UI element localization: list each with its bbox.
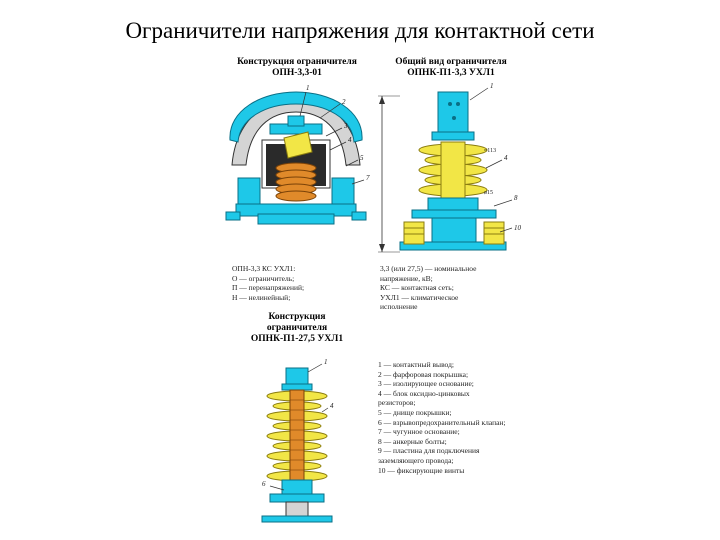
parts-legend-item: 2 — фарфоровая покрышка; [378, 369, 469, 379]
fig3-callouts: 1 4 6 [262, 358, 334, 488]
fig2-leader-lines [469, 87, 513, 233]
fig2-caption-line2: ОПНК-П1-3,3 УХЛ1 [407, 68, 495, 78]
code-legend-right-2: КС — контактная сеть; [380, 283, 454, 293]
code-legend-left-3: Н — нелинейный; [232, 292, 291, 302]
parts-legend-item: 4 — блок оксидно-цинковых [378, 388, 470, 398]
parts-legend-item: 7 — чугунное основание; [378, 427, 460, 437]
callout-label: 7 [366, 174, 370, 182]
fig3-caption-line1: Конструкция [268, 312, 326, 322]
code-legend-left: ОПН-3,3 КС УХЛ1: О — ограничитель; П — п… [232, 264, 304, 302]
fig1-base-foot [257, 213, 335, 225]
fig3-leader-lines [269, 363, 329, 491]
callout-label: 4 [348, 136, 352, 144]
callout-label: 4 [330, 402, 334, 410]
code-legend-right-1: напряжение, кВ; [380, 273, 433, 283]
fig2-drawing [378, 87, 513, 253]
parts-legend-item: 10 — фиксирующие винты [378, 465, 465, 475]
callout-label: 1 [490, 82, 494, 90]
fig1-yellow-terminal [283, 131, 313, 159]
parts-legend-item: 9 — пластина для подключения [378, 446, 480, 456]
callout-label: 2 [342, 98, 346, 106]
parts-legend-item: 6 — взрывопредохранительный клапан; [378, 417, 506, 427]
fig1-drawing [225, 91, 367, 225]
code-legend-right-4: исполнение [380, 302, 418, 312]
fig3-foot [261, 515, 333, 523]
fig3-caption-line2: ограничителя [266, 323, 328, 333]
callout-label: 4 [504, 154, 508, 162]
code-legend-left-2: П — перенапряжений; [232, 283, 305, 293]
fig1-top-cap [229, 91, 363, 143]
parts-legend-item: 5 — днище покрышки; [378, 407, 452, 417]
callout-label: 10 [514, 224, 522, 232]
fig1-mount-left [225, 211, 241, 221]
fig3-resistor-column [289, 389, 305, 481]
fig1-caption-line2: ОПН-3,3-01 [272, 68, 322, 78]
parts-legend: 1 — контактный вывод; 2 — фарфоровая пок… [378, 360, 506, 475]
fig2-dim-label: ø15 [484, 190, 493, 196]
fig2-top-terminal [437, 91, 469, 135]
fig2-pedestal [431, 217, 477, 245]
parts-legend-item: заземляющего провода; [378, 455, 454, 465]
code-legend-right-3: УХЛ1 — климатическое [380, 292, 459, 302]
fig3-base [281, 479, 313, 495]
fig3-caption: Конструкция ограничителя ОПНК-П1-27,5 УХ… [222, 312, 372, 345]
parts-legend-item: 8 — анкерные болты; [378, 436, 447, 446]
callout-label: 1 [306, 84, 310, 92]
fig2-foot [399, 241, 507, 251]
fig1-contact-stud [287, 115, 305, 127]
callout-label: 6 [262, 480, 266, 488]
fig2-side-insulators [403, 221, 505, 245]
callout-label: 5 [360, 154, 364, 162]
parts-legend-item: резисторов; [378, 398, 416, 408]
fig1-leader-lines [299, 91, 365, 185]
fig2-insulator-body [440, 141, 466, 199]
callout-label: 3 [343, 122, 348, 130]
fig2-caption-line1: Общий вид ограничителя [395, 57, 507, 67]
fig1-caption-line1: Конструкция ограничителя [237, 57, 357, 67]
fig3-top-terminal [285, 367, 309, 387]
parts-legend-item: 3 — изолирующее основание; [378, 379, 474, 389]
fig3-caption-line3: ОПНК-П1-27,5 УХЛ1 [250, 334, 344, 344]
fig1-resistor-stack [275, 162, 317, 202]
fig2-callouts: 1 4 8 10 ≈113 ø15 [484, 82, 522, 232]
fig1-caption: Конструкция ограничителя ОПН-3,3-01 [222, 57, 372, 79]
page-title: Ограничители напряжения для контактной с… [125, 18, 595, 43]
fig2-caption: Общий вид ограничителя ОПНК-П1-3,3 УХЛ1 [376, 57, 526, 79]
code-legend-left-0: ОПН-3,3 КС УХЛ1: [232, 264, 296, 273]
callout-label: 1 [324, 358, 328, 366]
code-legend-right-0: 3,3 (или 27,5) — номинальное [380, 264, 477, 273]
code-legend-right: 3,3 (или 27,5) — номинальное напряжение,… [380, 264, 476, 312]
fig1-mount-right [351, 211, 367, 221]
fig1-callouts: 1 2 3 4 5 7 [306, 84, 370, 182]
fig3-drawing [261, 363, 333, 523]
code-legend-left-1: О — ограничитель; [232, 273, 295, 283]
fig2-dim-label: ≈113 [484, 148, 496, 154]
callout-label: 8 [514, 194, 518, 202]
parts-legend-item: 1 — контактный вывод; [378, 360, 454, 369]
